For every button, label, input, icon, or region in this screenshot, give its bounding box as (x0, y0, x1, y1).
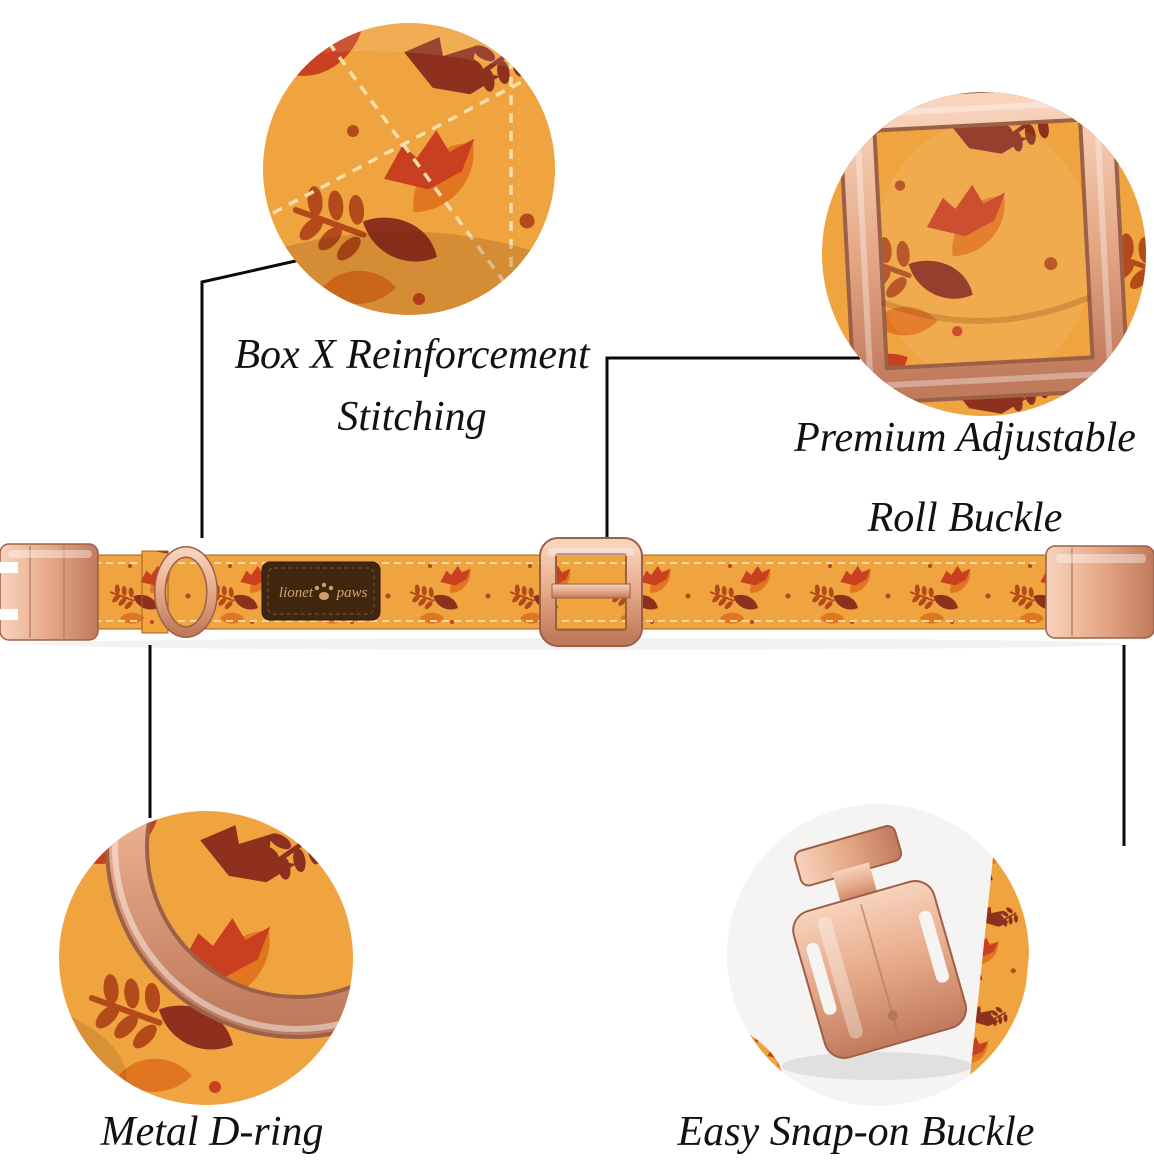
collar-left-buckle (0, 543, 99, 641)
stitching-detail-photo (263, 23, 555, 315)
collar-photo: lionet paws (0, 537, 1154, 650)
snap-buckle-metal (792, 825, 967, 1059)
paw-icon (314, 582, 334, 600)
snap-buckle-detail-photo (727, 804, 1029, 1106)
brand-name-left: lionet (279, 585, 314, 601)
label-roll-buckle: Premium Adjustable Roll Buckle (794, 398, 1136, 558)
label-stitching-line1: Box X Reinforcement (234, 332, 590, 378)
d-ring-metal (105, 811, 353, 1039)
label-roll-buckle-line1: Premium Adjustable (794, 415, 1136, 461)
d-ring-detail-photo (59, 811, 353, 1105)
roll-buckle-detail-photo (822, 92, 1146, 416)
collar-brand-tag: lionet paws (261, 561, 381, 621)
label-snap-buckle: Easy Snap-on Buckle (678, 1108, 1035, 1156)
label-snap-buckle-text: Easy Snap-on Buckle (677, 1109, 1035, 1155)
collar-slider-buckle (539, 537, 643, 647)
label-stitching: Box X Reinforcement Stitching (234, 324, 589, 448)
label-d-ring-text: Metal D-ring (100, 1109, 324, 1155)
brand-name-right: paws (336, 585, 368, 601)
label-roll-buckle-line2: Roll Buckle (867, 495, 1063, 541)
collar-d-ring (141, 546, 218, 638)
roll-buckle-frame (838, 92, 1129, 405)
label-d-ring: Metal D-ring (101, 1108, 324, 1156)
collar-right-buckle (1036, 545, 1154, 639)
label-stitching-line2: Stitching (337, 394, 487, 440)
